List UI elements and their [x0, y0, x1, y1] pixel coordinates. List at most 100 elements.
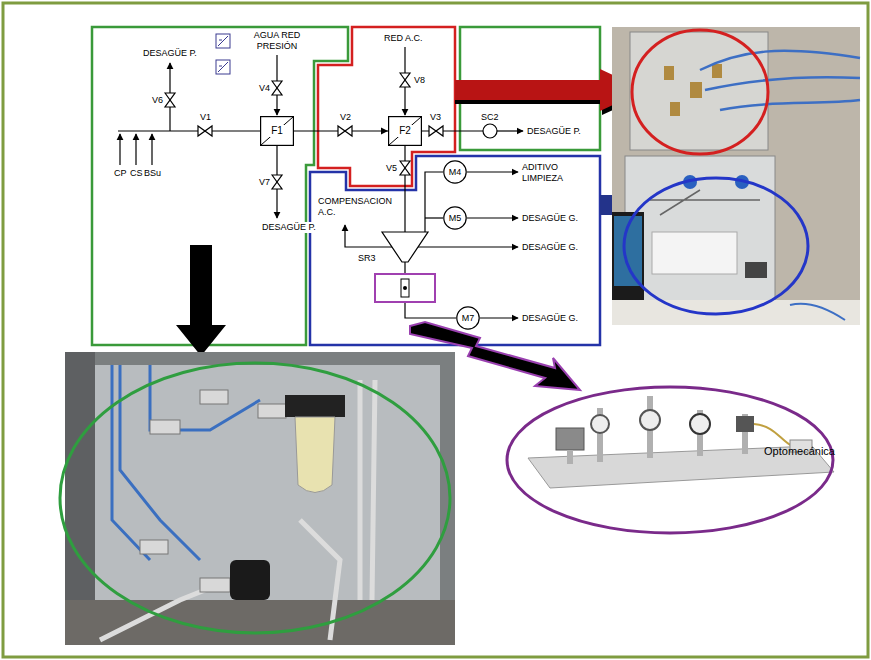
- valve-tag: V1: [200, 112, 211, 123]
- panel-photo: [100, 380, 375, 640]
- node-text: M5: [449, 213, 462, 223]
- valve-tag: V7: [259, 177, 270, 188]
- panel-photo: [65, 352, 455, 645]
- supply-label: AGUA RED PRESIÓN: [247, 30, 307, 52]
- drain-label: DESAGÜE G.: [522, 242, 578, 253]
- drain-label: DESAGÜE G.: [522, 213, 578, 224]
- process-line: [483, 124, 497, 138]
- valve-tag: V3: [430, 112, 441, 123]
- cabinet-photo: [670, 102, 680, 116]
- valve-tag: V5: [386, 163, 397, 174]
- panel-photo: [60, 363, 450, 633]
- valve-symbol: [400, 73, 410, 87]
- optomechanics-drawing: [556, 428, 584, 450]
- valve-symbol: [400, 161, 410, 175]
- optomechanics-drawing: [567, 450, 573, 464]
- valve-symbol: [429, 126, 443, 136]
- panel-photo: [140, 540, 168, 554]
- detector-box: [375, 274, 435, 302]
- process-line: [425, 172, 443, 232]
- process-line: [467, 171, 518, 172]
- drain-label: DESAGÜE P.: [527, 126, 581, 137]
- cabinet-photo: [690, 82, 702, 98]
- pump-circle: M4: [443, 160, 467, 184]
- process-line: [404, 262, 405, 274]
- pump-circle: M5: [443, 206, 467, 230]
- panel-photo: [200, 578, 230, 592]
- sensor-icon: [218, 36, 228, 46]
- valve-symbol: [198, 126, 212, 136]
- valve-symbol: [165, 93, 175, 107]
- cabinet-photo: [612, 27, 860, 325]
- process-line: [497, 130, 523, 131]
- drain-label: DESAGÜE P.: [262, 222, 316, 233]
- outlet-label: COMPENSACION A.C.: [318, 196, 398, 218]
- panel-photo: [258, 404, 286, 418]
- pointer-arrow: [176, 245, 226, 356]
- node-text: F1: [270, 125, 284, 137]
- input-tag: CP: [114, 168, 127, 179]
- filter-media-line: [389, 117, 421, 145]
- node-text: F2: [398, 125, 412, 137]
- input-tag: BSu: [144, 168, 161, 179]
- cabinet-photo: [700, 51, 860, 110]
- optomechanics-drawing: [754, 424, 792, 446]
- supply-label: ADITIVO LIMPIEZA: [522, 162, 577, 184]
- cabinet-photo: [664, 66, 674, 80]
- cabinet-photo: [712, 64, 722, 78]
- ellipse-outline: [507, 387, 833, 533]
- outer-frame: [3, 3, 868, 657]
- process-line: [480, 317, 518, 318]
- pump-outline: [444, 161, 466, 183]
- panel-photo: [230, 560, 270, 600]
- panel-photo: [200, 390, 228, 404]
- panel-photo: [285, 395, 345, 417]
- cabinet-photo: [612, 27, 860, 325]
- detector-box: [401, 279, 409, 297]
- filter-outline: [261, 117, 294, 146]
- outer-frame: [3, 3, 868, 657]
- process-line: [151, 134, 152, 165]
- pointer-arrow: [176, 69, 651, 390]
- cabinet-photo: [624, 178, 808, 314]
- cabinet-photo: [652, 232, 737, 274]
- process-line: [135, 134, 136, 165]
- panel-photo: [295, 417, 335, 493]
- optomechanics-drawing: [591, 415, 609, 433]
- valve-tag: V2: [340, 112, 351, 123]
- cabinet-photo: [790, 304, 845, 320]
- optomechanics-drawing: [736, 416, 754, 432]
- valve-tag: V8: [414, 75, 425, 86]
- process-line: [345, 225, 392, 247]
- filter-box: F1: [260, 116, 294, 146]
- node-text: M7: [462, 313, 475, 323]
- panel-photo: [65, 600, 455, 645]
- node-text: Optomecánica: [764, 445, 835, 458]
- region-outline: [92, 27, 600, 345]
- valve-tag: V6: [152, 95, 163, 106]
- sensor-icon: [216, 60, 230, 74]
- region-outline: [318, 27, 455, 186]
- panel-photo: [112, 365, 260, 560]
- detector-box: [403, 286, 407, 290]
- detector-box: [375, 274, 435, 302]
- optomechanics-drawing: [640, 410, 660, 430]
- process-line: [404, 146, 405, 232]
- drain-label: DESAGÜE P.: [143, 48, 197, 59]
- process-line: [119, 134, 120, 165]
- node-text: M4: [449, 167, 462, 177]
- valve-tag: V4: [259, 83, 270, 94]
- input-tag: CS: [130, 168, 143, 179]
- component-tag: SR3: [358, 253, 376, 264]
- valve-symbol: [272, 81, 282, 95]
- drain-label: DESAGÜE G.: [522, 313, 578, 324]
- pump-outline: [457, 307, 479, 329]
- pump-circle: M7: [456, 306, 480, 330]
- process-line: [418, 246, 518, 247]
- process-line: [118, 130, 260, 131]
- cabinet-photo: [745, 262, 767, 278]
